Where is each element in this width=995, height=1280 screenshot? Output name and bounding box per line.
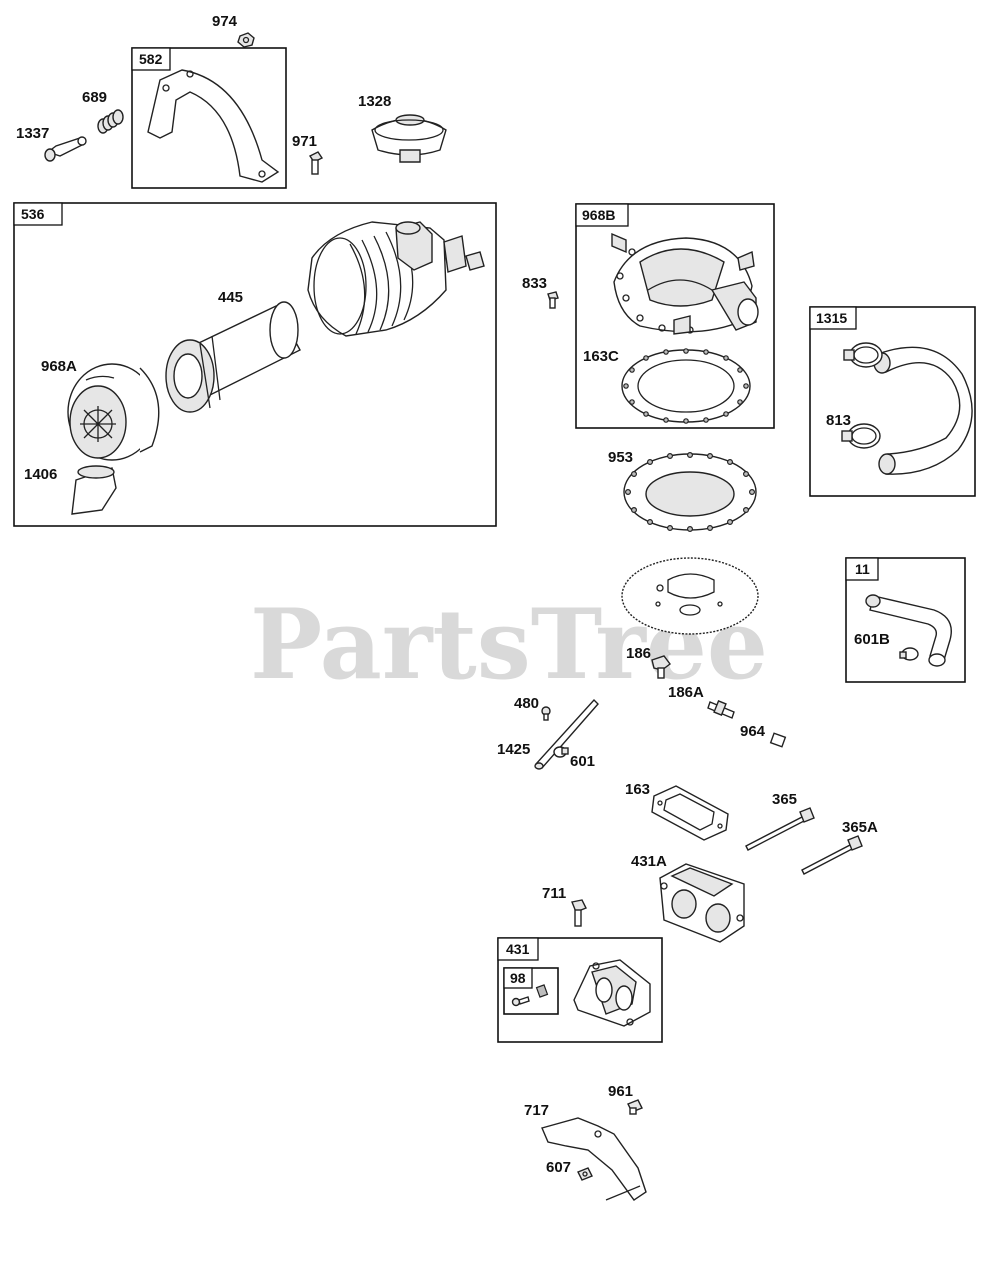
part-163-gasket[interactable] [651, 785, 729, 841]
group-968B-label: 968B [582, 207, 615, 223]
part-163C-gasket[interactable] [621, 348, 751, 424]
group-582-frame [131, 47, 287, 189]
part-431-adapter[interactable] [573, 959, 651, 1027]
label-431A: 431A [631, 853, 667, 870]
label-186: 186 [626, 645, 651, 662]
group-431[interactable]: 431 98 [497, 937, 663, 1043]
group-431-tag [497, 937, 539, 961]
label-480: 480 [514, 695, 539, 712]
part-968B-housing-cover[interactable] [611, 232, 759, 335]
part-365A-bolt[interactable] [801, 835, 863, 875]
group-98-label: 98 [510, 970, 526, 986]
part-607-screw[interactable] [577, 1167, 593, 1181]
group-98-tag [503, 967, 533, 989]
part-98-set-screw[interactable] [535, 984, 549, 998]
part-961-screw[interactable] [627, 1099, 643, 1115]
label-711: 711 [542, 885, 566, 902]
group-11-tag [845, 557, 879, 581]
group-1315-label: 1315 [816, 310, 847, 326]
part-971-bolt[interactable] [308, 151, 324, 175]
part-1315-hose[interactable] [873, 346, 973, 475]
part-1328-cap[interactable] [371, 114, 447, 163]
label-163C: 163C [583, 348, 619, 365]
label-813: 813 [826, 412, 851, 429]
part-964-cap[interactable] [769, 732, 787, 748]
group-536-frame [13, 202, 497, 527]
part-480-screw[interactable] [541, 706, 551, 721]
label-445: 445 [218, 289, 243, 306]
part-plate[interactable] [621, 557, 759, 635]
part-431A-adapter[interactable] [659, 863, 745, 943]
group-968B[interactable]: 968B [575, 203, 775, 429]
part-813-clamp-lower[interactable] [841, 423, 881, 449]
group-1315-tag [809, 306, 857, 330]
part-711-bolt[interactable] [571, 899, 587, 927]
part-186-fitting[interactable] [651, 655, 671, 679]
group-11[interactable]: 11 601B [845, 557, 966, 683]
group-431-label: 431 [506, 941, 530, 957]
label-953: 953 [608, 449, 633, 466]
label-1425: 1425 [497, 741, 530, 758]
group-536-tag [13, 202, 63, 226]
label-689: 689 [82, 89, 107, 106]
label-961: 961 [608, 1083, 633, 1100]
group-582[interactable]: 582 [131, 47, 287, 189]
part-582-clamp[interactable] [147, 69, 280, 183]
label-1406: 1406 [24, 466, 57, 483]
group-11-frame [845, 557, 966, 683]
label-186A: 186A [668, 684, 704, 701]
label-1337: 1337 [16, 125, 49, 142]
part-953-gasket[interactable] [623, 452, 757, 532]
part-813-clamp-upper[interactable] [843, 342, 883, 368]
part-1425-tube[interactable] [534, 698, 599, 770]
group-431-frame [497, 937, 663, 1043]
part-717-bracket[interactable] [541, 1117, 647, 1201]
part-11-breather-tube[interactable] [865, 594, 952, 667]
label-974: 974 [212, 13, 238, 30]
label-163: 163 [625, 781, 650, 798]
part-974-nut[interactable] [237, 32, 255, 48]
part-1406-dust-valve[interactable] [71, 465, 117, 515]
label-365: 365 [772, 791, 797, 808]
label-601B: 601B [854, 631, 890, 648]
group-11-label: 11 [855, 561, 870, 577]
label-365A: 365A [842, 819, 878, 836]
group-968B-frame [575, 203, 775, 429]
label-968A: 968A [41, 358, 77, 375]
group-582-tag [131, 47, 171, 71]
part-601-clamp[interactable] [553, 746, 569, 758]
label-607: 607 [546, 1159, 571, 1176]
label-601: 601 [570, 753, 595, 770]
part-601B-clamp[interactable] [899, 647, 919, 661]
label-971: 971 [292, 133, 317, 150]
label-833: 833 [522, 275, 547, 292]
group-582-label: 582 [139, 51, 163, 67]
part-968A-cover[interactable] [67, 363, 160, 461]
group-536[interactable]: 536 445 [13, 202, 497, 527]
label-1328: 1328 [358, 93, 391, 110]
group-1315-frame [809, 306, 976, 497]
part-689-spring[interactable] [97, 109, 124, 134]
label-964: 964 [740, 723, 766, 740]
group-968B-tag [575, 203, 629, 227]
part-833-screw[interactable] [547, 291, 559, 309]
part-536-air-cleaner-housing[interactable] [307, 221, 485, 337]
group-536-label: 536 [21, 206, 45, 222]
label-717: 717 [524, 1102, 549, 1119]
part-365-bolt[interactable] [745, 807, 815, 851]
part-1337-stud[interactable] [44, 136, 87, 162]
part-186A-fitting[interactable] [707, 700, 735, 719]
part-445-filter-element[interactable] [165, 301, 301, 413]
group-1315[interactable]: 1315 813 [809, 306, 976, 497]
group-98[interactable]: 98 [503, 967, 559, 1015]
part-98-screw[interactable] [511, 996, 530, 1007]
